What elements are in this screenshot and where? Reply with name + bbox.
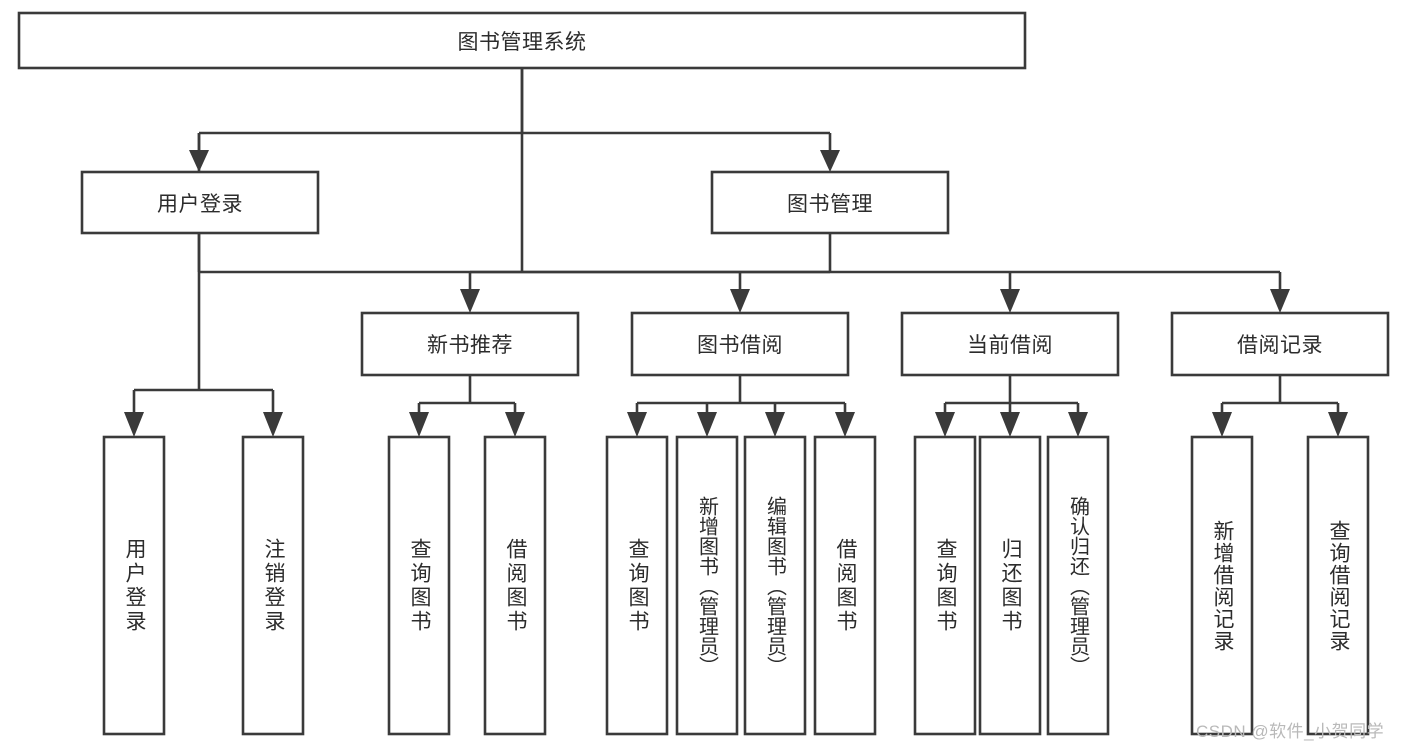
connector-user-login-to-leaves: [124, 233, 283, 437]
arrow-leaf-add-book: [697, 412, 717, 437]
arrow-book-manage: [820, 150, 840, 172]
arrow-book-borrow: [730, 289, 750, 313]
arrow-leaf-query-book-1: [409, 412, 429, 437]
connector-borrow-record-to-leaves: [1212, 375, 1348, 437]
node-box-book-manage[interactable]: [710, 170, 950, 235]
arrow-leaf-query-book-2: [627, 412, 647, 437]
connector-root-to-level2: [197, 68, 830, 274]
connector-new-book-recommend-to-leaves: [409, 375, 525, 437]
node-box-user-login[interactable]: [80, 170, 320, 235]
arrow-leaf-confirm-return: [1068, 412, 1088, 437]
connector-book-borrow-to-leaves: [627, 375, 855, 437]
node-box-book-borrow[interactable]: [630, 311, 850, 377]
node-box-leaf-query-book-3[interactable]: [913, 435, 977, 736]
node-box-leaf-return-book[interactable]: [978, 435, 1042, 736]
arrow-leaf-query-book-3: [935, 412, 955, 437]
connector-book-manage-to-level3: [460, 233, 1290, 313]
arrow-user-login: [189, 150, 209, 172]
arrow-leaf-add-record: [1212, 412, 1232, 437]
node-box-borrow-record[interactable]: [1170, 311, 1390, 377]
arrow-current-borrow: [1000, 289, 1020, 313]
node-box-root[interactable]: [17, 11, 1027, 70]
node-box-current-borrow[interactable]: [900, 311, 1120, 377]
node-box-leaf-user-login[interactable]: [102, 435, 166, 736]
watermark-text: CSDN @软件_小贺同学: [1196, 722, 1385, 741]
arrow-leaf-logout: [263, 412, 283, 437]
arrow-leaf-borrow-book-2: [835, 412, 855, 437]
connector-current-borrow-to-leaves: [935, 375, 1088, 437]
node-box-leaf-borrow-book-1[interactable]: [483, 435, 547, 736]
node-box-leaf-query-record[interactable]: [1306, 435, 1370, 736]
node-box-leaf-borrow-book-2[interactable]: [813, 435, 877, 736]
node-box-leaf-logout[interactable]: [241, 435, 305, 736]
arrow-new-book-recommend: [460, 289, 480, 313]
node-box-leaf-add-record[interactable]: [1190, 435, 1254, 736]
node-box-leaf-query-book-2[interactable]: [605, 435, 669, 736]
arrow-leaf-query-record: [1328, 412, 1348, 437]
node-box-new-book-recommend[interactable]: [360, 311, 580, 377]
node-box-leaf-confirm-return[interactable]: [1046, 435, 1110, 736]
arrow-leaf-user-login: [124, 412, 144, 437]
arrow-leaf-borrow-book-1: [505, 412, 525, 437]
node-box-leaf-add-book[interactable]: [675, 435, 739, 736]
node-box-leaf-edit-book[interactable]: [743, 435, 807, 736]
arrow-borrow-record: [1270, 289, 1290, 313]
arrow-leaf-edit-book: [765, 412, 785, 437]
connector-root-branches: [189, 68, 840, 172]
arrow-leaf-return-book: [1000, 412, 1020, 437]
node-box-leaf-query-book-1[interactable]: [387, 435, 451, 736]
